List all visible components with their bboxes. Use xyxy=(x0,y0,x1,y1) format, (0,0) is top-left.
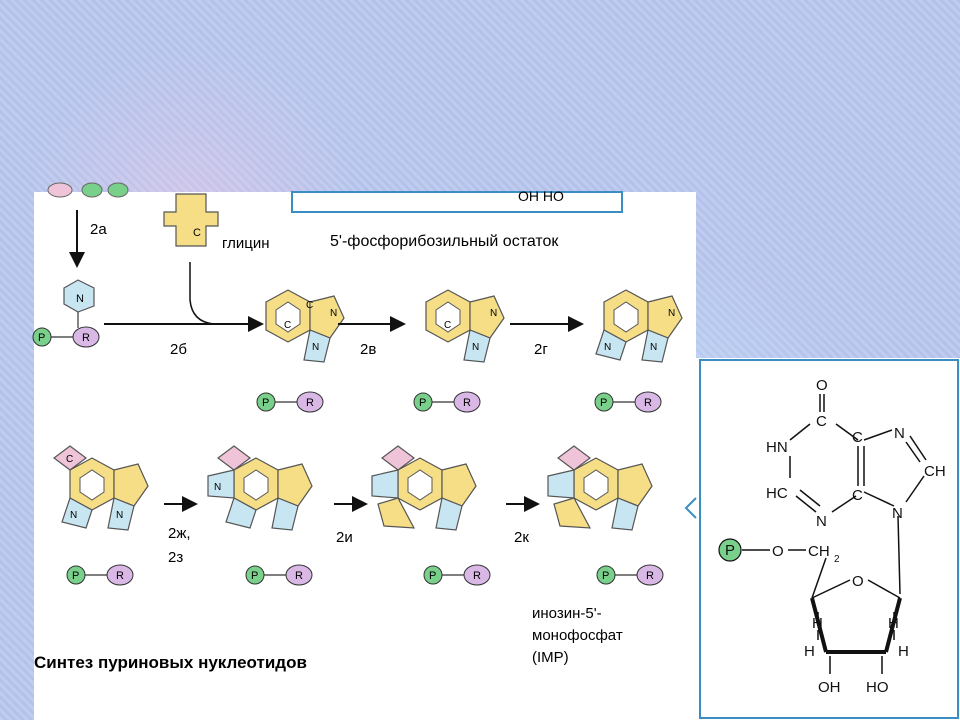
intermediate-5: N xyxy=(207,445,313,531)
ribose-phosphate-6: P R xyxy=(245,564,313,586)
top-reactant-fragment xyxy=(47,182,129,198)
svg-text:C: C xyxy=(816,413,827,430)
svg-text:H: H xyxy=(812,615,823,632)
step-2k-label: 2к xyxy=(514,529,529,546)
svg-text:R: R xyxy=(644,397,652,409)
step-2b-label: 2б xyxy=(170,341,187,358)
svg-text:H: H xyxy=(888,615,899,632)
intermediate-2: C N N xyxy=(425,289,505,363)
svg-text:N: N xyxy=(490,308,497,319)
phosphoribosyl-label: 5'-фосфорибозильный остаток xyxy=(330,233,559,250)
svg-text:R: R xyxy=(306,397,314,409)
svg-text:O: O xyxy=(852,573,864,590)
svg-text:N: N xyxy=(70,510,77,521)
ribose-phosphate-1: P R xyxy=(32,326,100,348)
svg-text:HN: HN xyxy=(766,439,788,456)
svg-text:N: N xyxy=(76,293,84,305)
svg-text:HC: HC xyxy=(766,485,788,502)
svg-text:C: C xyxy=(444,320,451,331)
imp-phosphate-icon xyxy=(718,538,742,562)
svg-text:C: C xyxy=(852,487,863,504)
callout-pointer xyxy=(684,497,697,519)
ribose-phosphate-5: P R xyxy=(66,564,134,586)
product-label-3: (IMP) xyxy=(532,649,569,666)
svg-text:P: P xyxy=(725,542,735,559)
step-2zh-label: 2ж, xyxy=(168,525,191,542)
svg-text:R: R xyxy=(82,332,90,344)
svg-text:P: P xyxy=(38,332,45,344)
svg-text:N: N xyxy=(650,342,657,353)
product-label-2: монофосфат xyxy=(532,627,623,644)
step-2a-label: 2а xyxy=(90,221,107,238)
glycine-label: глицин xyxy=(222,235,270,252)
svg-text:H: H xyxy=(804,643,815,660)
imp-atom-labels: O HN C N CH HC C C N N P O CH 2 O H H H … xyxy=(718,377,946,696)
svg-text:N: N xyxy=(330,308,337,319)
imp-icon-product xyxy=(547,445,653,531)
svg-text:CH: CH xyxy=(808,543,830,560)
oh-ho-top-label: OH HO xyxy=(518,188,564,204)
ribose-phosphate-3: P R xyxy=(413,391,481,413)
svg-text:P: P xyxy=(251,570,258,582)
svg-text:HO: HO xyxy=(866,679,889,696)
svg-text:CH: CH xyxy=(924,463,946,480)
phosphoribosyl-box xyxy=(291,191,623,213)
ribose-phosphate-4: P R xyxy=(594,391,662,413)
svg-text:C: C xyxy=(284,320,291,331)
glycine-molecule: C xyxy=(163,193,219,247)
glycine-joining-arrow xyxy=(189,262,215,325)
intermediate-4: C N N xyxy=(53,445,149,531)
svg-text:P: P xyxy=(72,570,79,582)
svg-text:H: H xyxy=(898,643,909,660)
svg-text:C: C xyxy=(66,454,73,465)
svg-text:2: 2 xyxy=(834,554,840,565)
step-2z-label: 2з xyxy=(168,549,183,566)
svg-text:N: N xyxy=(214,482,221,493)
svg-text:P: P xyxy=(429,570,436,582)
svg-text:R: R xyxy=(463,397,471,409)
caption: Синтез пуриновых нуклеотидов xyxy=(34,653,307,672)
ribose-phosphate-8: P R xyxy=(596,564,664,586)
svg-text:C: C xyxy=(306,300,313,311)
svg-text:P: P xyxy=(419,397,426,409)
step-2i-label: 2и xyxy=(336,529,353,546)
svg-text:R: R xyxy=(646,570,654,582)
svg-text:O: O xyxy=(772,543,784,560)
svg-text:N: N xyxy=(892,505,903,522)
svg-text:R: R xyxy=(473,570,481,582)
svg-text:N: N xyxy=(816,513,827,530)
imp-formula-frame xyxy=(699,359,959,719)
intermediate-3: N N N xyxy=(595,289,683,363)
step-2g-label: 2г xyxy=(534,341,548,358)
svg-text:OH: OH xyxy=(818,679,841,696)
svg-text:N: N xyxy=(894,425,905,442)
svg-text:R: R xyxy=(116,570,124,582)
intermediate-1: C C N N xyxy=(265,289,345,363)
svg-text:N: N xyxy=(668,308,675,319)
svg-text:N: N xyxy=(116,510,123,521)
svg-text:R: R xyxy=(295,570,303,582)
product-label-1: инозин-5'- xyxy=(532,605,602,622)
intermediate-6 xyxy=(371,445,477,531)
ribose-phosphate-2: P R xyxy=(256,391,324,413)
amine-fragment: N xyxy=(63,279,95,313)
svg-text:C: C xyxy=(193,227,201,239)
svg-text:O: O xyxy=(816,377,828,394)
imp-structural-formula xyxy=(742,394,927,674)
svg-text:N: N xyxy=(604,342,611,353)
svg-text:P: P xyxy=(600,397,607,409)
svg-text:P: P xyxy=(602,570,609,582)
ribose-phosphate-7: P R xyxy=(423,564,491,586)
svg-text:N: N xyxy=(472,342,479,353)
svg-text:C: C xyxy=(852,429,863,446)
svg-text:P: P xyxy=(262,397,269,409)
step-2v-label: 2в xyxy=(360,341,376,358)
svg-text:N: N xyxy=(312,342,319,353)
